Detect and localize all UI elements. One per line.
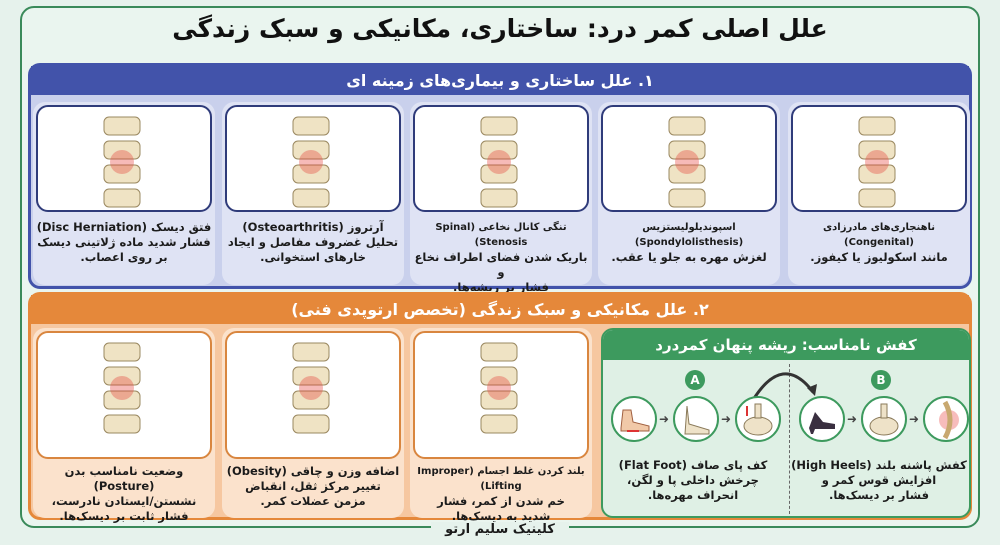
herniated-disc-icon (36, 105, 212, 212)
arrow-icon: ➜ (909, 412, 920, 426)
curved-spine-icon (791, 105, 967, 212)
card-title: اضافه وزن و چاقی (Obesity) (226, 464, 400, 478)
card-title: وضعیت نامناسب بدن (Posture) (64, 464, 184, 493)
card-description: تغییر مرکز ثقل، انقباض (245, 479, 381, 493)
badge-a: A (685, 370, 705, 390)
section-header: ۱. علل ساختاری و بیماری‌های زمینه ای (31, 66, 969, 95)
flat-foot-title: کف پای صاف (Flat Foot) (618, 458, 768, 472)
page-title: علل اصلی کمر درد: ساختاری، مکانیکی و سبک… (172, 14, 828, 43)
vertebra-arthritis-icon (225, 105, 401, 212)
card-title: فتق دیسک (Disc Herniation) (36, 220, 212, 234)
curved-arrow-icon (751, 372, 817, 401)
slipped-vertebra-icon (601, 105, 777, 212)
card-description: خم شدن از کمر، فشار (437, 494, 565, 508)
badge-b: B (871, 370, 891, 390)
section-mechanical: ۲. علل مکانیکی و سبک زندگی (تخصص ارتوپدی… (28, 292, 972, 523)
dashed-divider (789, 364, 790, 514)
flat-foot-text: کف پای صاف (Flat Foot) چرخش داخلی پا و ل… (603, 458, 783, 503)
card-description: خارهای استخوانی. (260, 250, 366, 264)
cause-card: اضافه وزن و چاقی (Obesity)تغییر مرکز ثقل… (222, 328, 404, 518)
cause-card: وضعیت نامناسب بدن (Posture)نشستن/ایستادن… (33, 328, 215, 523)
card-description: فشار ثابت بر دیسک‌ها. (59, 509, 189, 523)
card-description: نشستن/ایستادن نادرست، (51, 494, 197, 508)
card-title: بلند کردن غلط اجسام (Improper Lifting) (417, 466, 585, 492)
flat-foot-line: انحراف مهره‌ها. (647, 488, 739, 502)
card-description: باریک شدن فضای اطراف نخاع و (414, 250, 588, 279)
high-heels-text: کفش پاشنه بلند (High Heels) افزایش قوس ک… (789, 458, 969, 503)
desk-posture-icon (36, 331, 212, 459)
card-description: تحلیل غضروف مفاصل و ایجاد (227, 235, 399, 249)
card-text: آرتروز (Osteoarthritis)تحلیل غضروف مفاصل… (224, 220, 402, 265)
spinal-canal-icon (413, 105, 589, 212)
card-text: وضعیت نامناسب بدن (Posture)نشستن/ایستادن… (35, 464, 213, 524)
card-description: مانند اسکولیوز یا کیفوز. (810, 250, 948, 264)
card-title: آرتروز (Osteoarthritis) (242, 220, 384, 234)
arrow-icon: ➜ (659, 412, 670, 426)
card-description: فشار بر ریشه‌ها. (453, 280, 549, 294)
footer: کلینیک سلیم ارتو (0, 522, 1000, 537)
cause-card: فتق دیسک (Disc Herniation)فشار شدید ماده… (33, 102, 215, 285)
card-text: فتق دیسک (Disc Herniation)فشار شدید ماده… (35, 220, 213, 265)
foot-bones-icon (673, 396, 719, 442)
flat-foot-line: چرخش داخلی پا و لگن، (627, 473, 759, 487)
cause-card: تنگی کانال نخاعی (Spinal Stenosis)باریک … (410, 102, 592, 294)
card-description: فشار شدید ماده ژلاتینی دیسک (37, 235, 211, 249)
pelvis-icon (861, 396, 907, 442)
card-title: تنگی کانال نخاعی (Spinal Stenosis) (435, 222, 567, 248)
clinic-name: کلینیک سلیم ارتو (431, 522, 569, 537)
flat-foot-icon (611, 396, 657, 442)
cause-card: اسپوندیلولیستزیس (Spondylolisthesis) لغزش… (598, 102, 780, 285)
lifting-box-icon (413, 331, 589, 459)
cause-card: ناهنجاری‌های مادرزادی (Congenital) مانند … (788, 102, 970, 285)
card-text: بلند کردن غلط اجسام (Improper Lifting) خم… (412, 464, 590, 524)
cause-card: آرتروز (Osteoarthritis)تحلیل غضروف مفاصل… (222, 102, 404, 285)
card-text: ناهنجاری‌های مادرزادی (Congenital) مانند … (790, 220, 968, 265)
card-title: اسپوندیلولیستزیس (Spondylolisthesis) (634, 222, 744, 248)
high-heel-icon (799, 396, 845, 442)
arrow-icon: ➜ (847, 412, 858, 426)
section-structural: ۱. علل ساختاری و بیماری‌های زمینه ای ناه… (28, 63, 972, 294)
card-text: تنگی کانال نخاعی (Spinal Stenosis)باریک … (412, 220, 590, 295)
high-heels-line: فشار بر دیسک‌ها. (828, 488, 929, 502)
arrow-icon: ➜ (721, 412, 732, 426)
obesity-icon (225, 331, 401, 459)
footwear-header: کفش نامناسب: ریشه پنهان کمردرد (603, 330, 969, 360)
cause-card: بلند کردن غلط اجسام (Improper Lifting) خم… (410, 328, 592, 523)
card-description: مزمن عضلات کمر. (260, 494, 366, 508)
footwear-panel: کفش نامناسب: ریشه پنهان کمردرد A B ➜ ➜ ➜… (601, 328, 971, 518)
lower-back-pain-icon (923, 396, 969, 442)
card-description: شدید به دیسک‌ها. (451, 509, 551, 523)
section-header: ۲. علل مکانیکی و سبک زندگی (تخصص ارتوپدی… (31, 295, 969, 324)
card-description: لغزش مهره به جلو یا عقب. (611, 250, 767, 264)
high-heels-line: افزایش قوس کمر و (821, 473, 937, 487)
high-heels-title: کفش پاشنه بلند (High Heels) (791, 458, 967, 472)
pelvis-tilt-icon (735, 396, 781, 442)
card-text: اسپوندیلولیستزیس (Spondylolisthesis) لغزش… (600, 220, 778, 265)
card-title: ناهنجاری‌های مادرزادی (Congenital) (822, 222, 936, 248)
card-text: اضافه وزن و چاقی (Obesity)تغییر مرکز ثقل… (224, 464, 402, 509)
card-description: بر روی اعصاب. (80, 250, 168, 264)
